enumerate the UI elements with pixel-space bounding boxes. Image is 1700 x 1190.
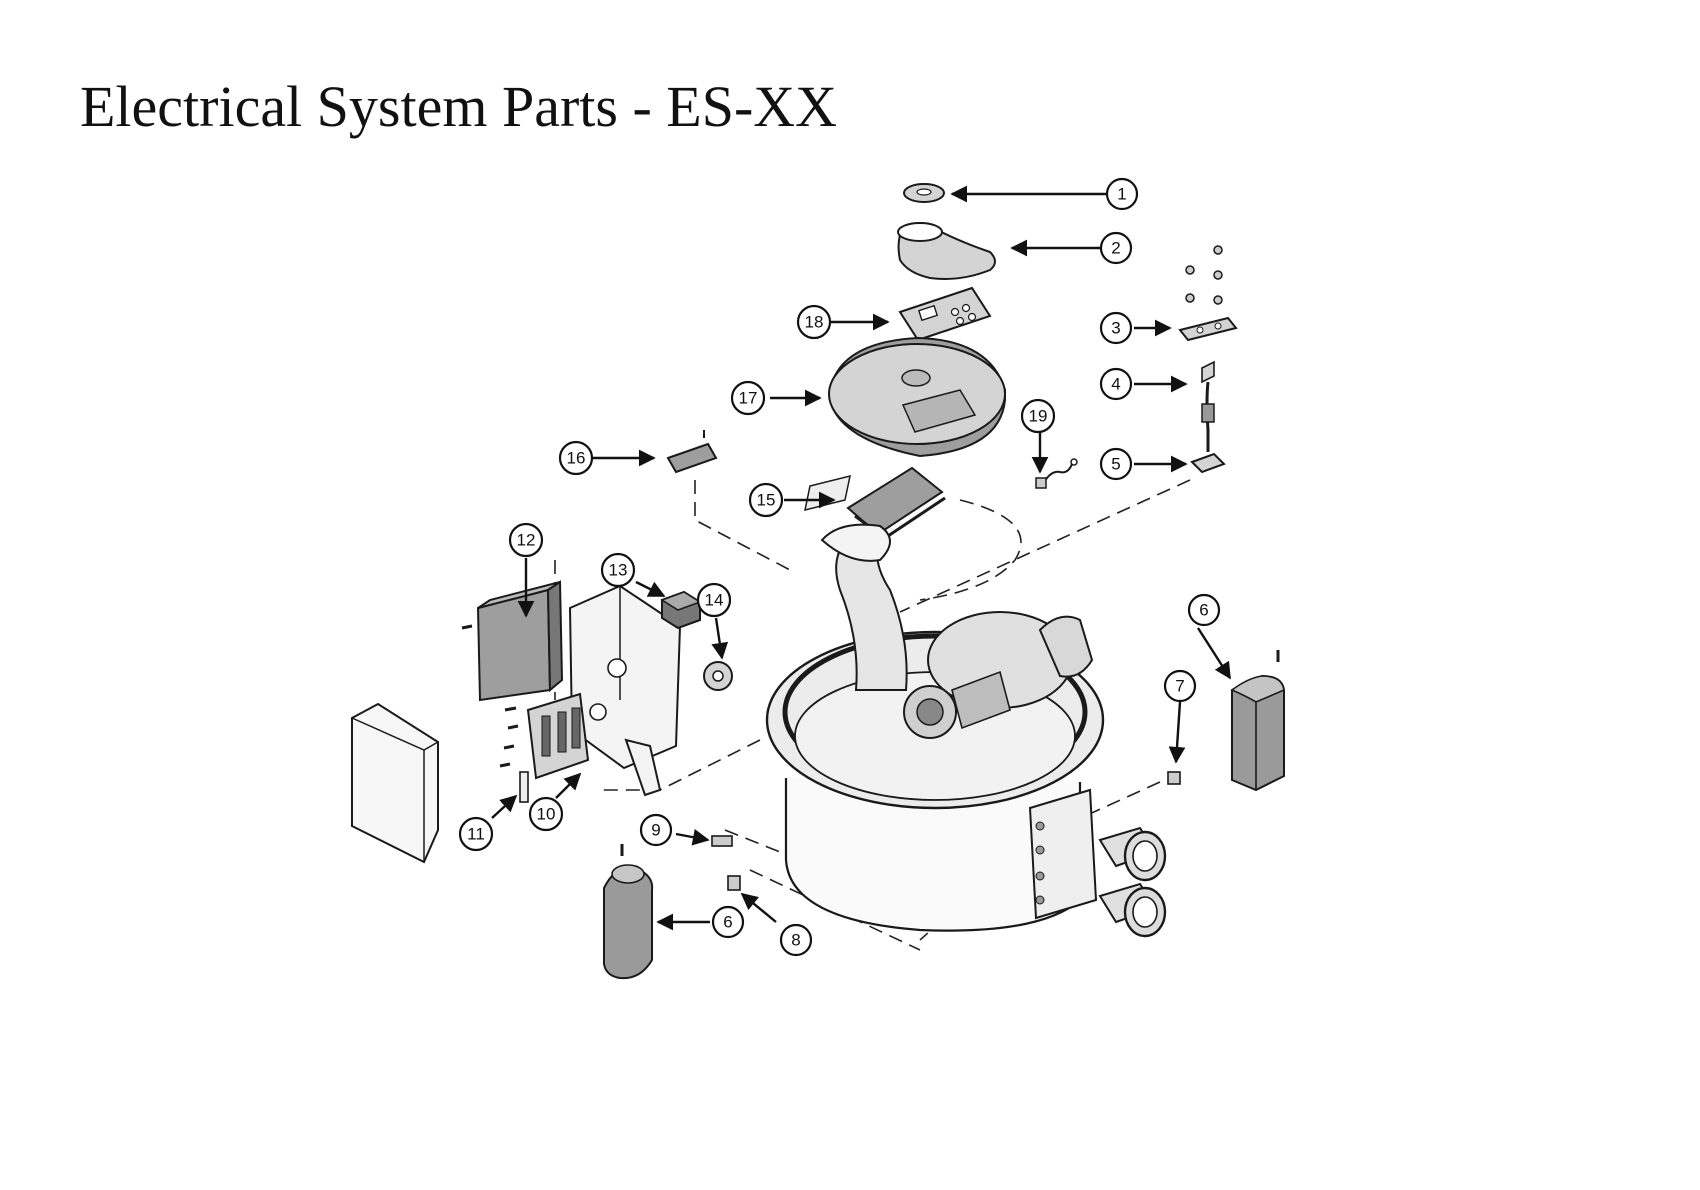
svg-text:3: 3 [1111, 319, 1120, 338]
part-19-sensor-wire [1035, 458, 1078, 489]
callout-11: 11 [458, 816, 494, 852]
part-2-cone-cover [897, 222, 996, 280]
callout-9: 9 [639, 813, 673, 847]
part-3-mounting-bracket [1178, 245, 1238, 342]
svg-text:14: 14 [705, 591, 724, 610]
leader-arrows [491, 185, 1232, 931]
part-6-side-cover-right [1230, 650, 1285, 792]
svg-text:8: 8 [791, 931, 800, 950]
callout-19: 19 [1020, 398, 1056, 434]
svg-text:11: 11 [467, 825, 485, 844]
side-cover-panel [351, 702, 440, 864]
callout-4: 4 [1099, 367, 1133, 401]
svg-text:5: 5 [1111, 455, 1120, 474]
callout-17: 17 [730, 380, 766, 416]
part-9-sensor [711, 835, 733, 847]
part-18-control-panel [898, 286, 992, 342]
svg-text:6: 6 [723, 913, 732, 932]
callout-6-left: 6 [711, 905, 745, 939]
part-13-transformer [660, 590, 702, 630]
svg-text:13: 13 [609, 561, 628, 580]
page-title: Electrical System Parts - ES-XX [80, 74, 838, 139]
svg-text:12: 12 [517, 531, 536, 550]
callout-2: 2 [1099, 231, 1133, 265]
svg-text:4: 4 [1111, 375, 1120, 394]
callout-12: 12 [508, 522, 544, 558]
svg-text:15: 15 [757, 491, 776, 510]
part-8-switch [727, 875, 741, 891]
svg-text:17: 17 [739, 389, 758, 408]
svg-text:10: 10 [537, 805, 556, 824]
part-17-top-cover [828, 336, 1006, 458]
part-7-fitting [1167, 771, 1181, 785]
part-4-sensor-probe [1201, 360, 1215, 452]
part-1-cap [903, 183, 945, 203]
part-6-side-cover-left [603, 844, 654, 980]
callout-13: 13 [600, 552, 636, 588]
heater-assembly [765, 523, 1167, 938]
part-11-fuse [519, 771, 529, 803]
callout-3: 3 [1099, 311, 1133, 345]
svg-text:19: 19 [1029, 407, 1048, 426]
svg-text:1: 1 [1117, 185, 1126, 204]
svg-text:7: 7 [1175, 677, 1184, 696]
callout-16: 16 [558, 440, 594, 476]
callout-15: 15 [748, 482, 784, 518]
screws [499, 706, 519, 768]
part-10-terminal-block [526, 692, 590, 780]
callout-7: 7 [1163, 669, 1197, 703]
svg-text:6: 6 [1199, 601, 1208, 620]
svg-text:16: 16 [567, 449, 586, 468]
callout-5: 5 [1099, 447, 1133, 481]
callout-14: 14 [696, 582, 732, 618]
svg-text:18: 18 [805, 313, 824, 332]
callout-6-right: 6 [1187, 593, 1221, 627]
part-5-sensor-plate [1190, 452, 1226, 474]
part-16-bracket [666, 430, 718, 474]
callout-10: 10 [528, 796, 564, 832]
part-12-ignition-module [461, 580, 564, 702]
svg-text:9: 9 [651, 821, 660, 840]
callout-8: 8 [779, 923, 813, 957]
svg-text:2: 2 [1111, 239, 1120, 258]
callout-1: 1 [1105, 177, 1139, 211]
part-14-pressure-switch [703, 661, 733, 691]
callout-18: 18 [796, 304, 832, 340]
